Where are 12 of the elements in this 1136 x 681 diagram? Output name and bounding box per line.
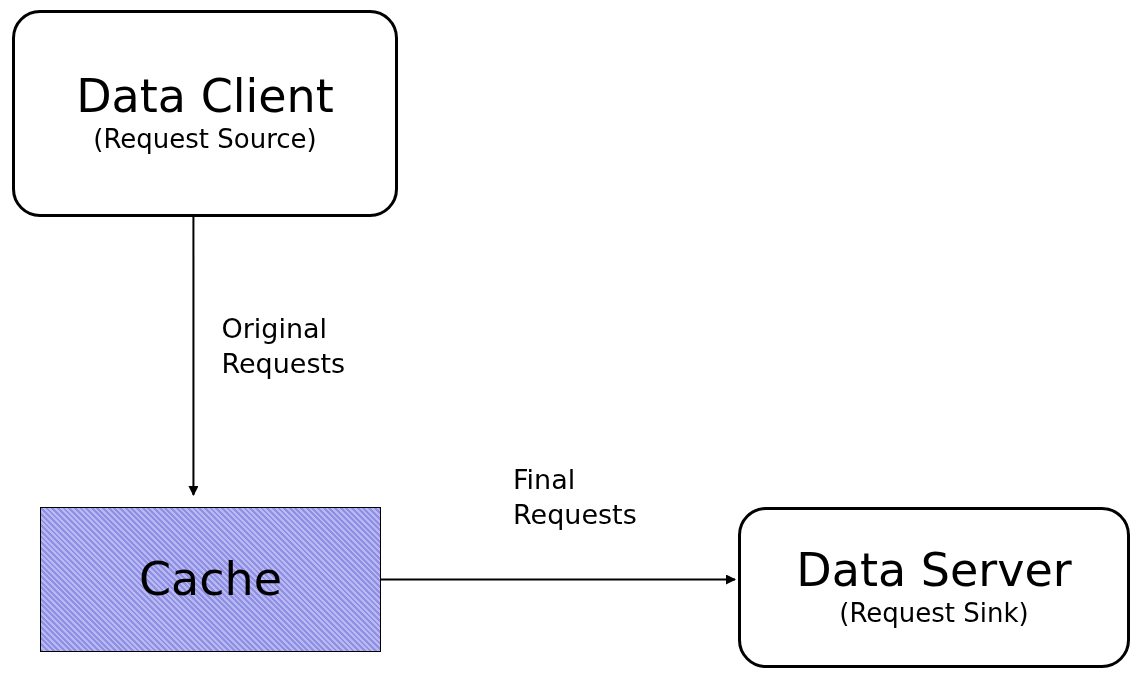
- cache-box: [40, 507, 381, 652]
- arrow: [380, 574, 736, 585]
- node-title: Data Server: [796, 544, 1072, 598]
- edge-label: Original Requests: [221, 312, 347, 382]
- node-title: Cache: [138, 553, 283, 606]
- process-box: [738, 507, 1130, 668]
- node-subtitle: (Request Source): [93, 123, 317, 157]
- node-title: Data Client: [76, 70, 334, 124]
- node-subtitle: (Request Sink): [839, 597, 1029, 631]
- process-box: [12, 10, 398, 217]
- arrow: [188, 216, 199, 496]
- edge-label: Final Requests: [513, 462, 638, 532]
